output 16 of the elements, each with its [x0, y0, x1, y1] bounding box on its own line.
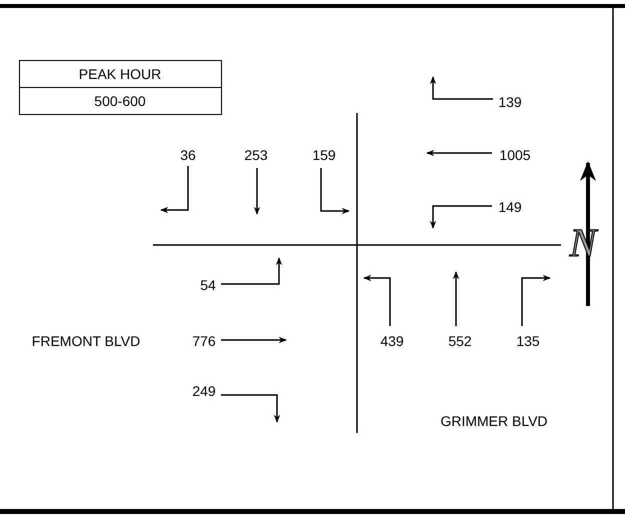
volume-count: 776 [192, 334, 216, 348]
volume-count: 1005 [499, 148, 531, 162]
volume-count: 149 [498, 200, 522, 214]
volume-count: 159 [312, 148, 336, 162]
volume-count: 135 [516, 334, 540, 348]
volume-count: 54 [200, 278, 216, 292]
table-cell: 500-600 [94, 94, 146, 108]
volume-count: 249 [192, 384, 216, 398]
volume-count: 36 [180, 148, 196, 162]
table-cell: PEAK HOUR [78, 67, 162, 81]
street-name: FREMONT BLVD [32, 334, 140, 348]
volume-count: 253 [244, 148, 268, 162]
volume-count: 439 [380, 334, 404, 348]
street-name: GRIMMER BLVD [440, 414, 548, 428]
volume-count: 552 [448, 334, 472, 348]
volume-count: 139 [498, 95, 522, 109]
